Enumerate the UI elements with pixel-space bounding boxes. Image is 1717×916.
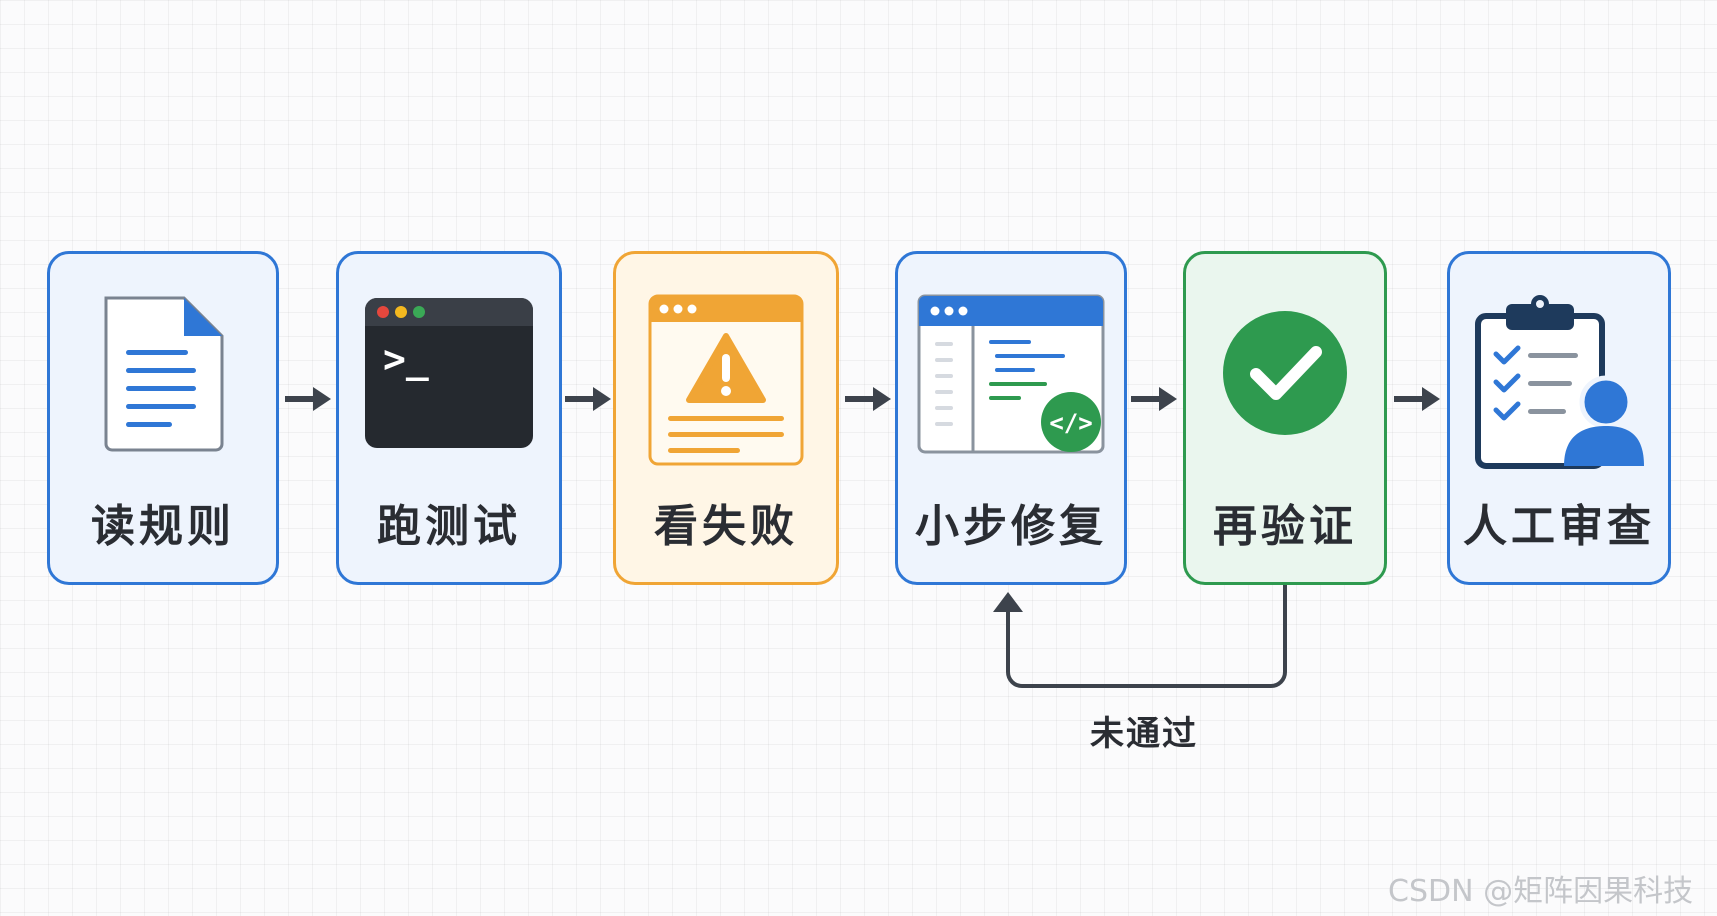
step-label: 小步修复 xyxy=(915,501,1107,552)
arrow-right-icon xyxy=(565,387,611,411)
check-circle-icon xyxy=(1186,294,1384,462)
step-label: 看失败 xyxy=(654,501,798,552)
step-reverify: 再验证 xyxy=(1183,251,1387,585)
step-small-fix: </> 小步修复 xyxy=(895,251,1127,585)
arrow-right-icon xyxy=(845,387,891,411)
step-read-rules: 读规则 xyxy=(47,251,279,585)
svg-text:</>: </> xyxy=(1049,409,1092,437)
step-human-review: 人工审查 xyxy=(1447,251,1671,585)
step-run-tests: >_ 跑测试 xyxy=(336,251,562,585)
loop-label: 未通过 xyxy=(1090,714,1198,754)
arrow-right-icon xyxy=(1131,387,1177,411)
step-view-failure: 看失败 xyxy=(613,251,839,585)
step-label: 跑测试 xyxy=(377,501,521,552)
code-editor-icon: </> xyxy=(898,294,1124,462)
document-icon xyxy=(50,294,276,462)
step-label: 再验证 xyxy=(1213,501,1357,552)
warning-window-icon xyxy=(616,294,836,466)
step-label: 人工审查 xyxy=(1463,501,1655,552)
terminal-prompt: >_ xyxy=(383,337,429,381)
arrow-right-icon xyxy=(285,387,331,411)
clipboard-reviewer-icon xyxy=(1450,294,1668,469)
terminal-icon: >_ xyxy=(339,294,559,462)
step-label: 读规则 xyxy=(91,501,235,552)
watermark: CSDN @矩阵因果科技 xyxy=(1388,874,1694,909)
arrow-right-icon xyxy=(1394,387,1440,411)
